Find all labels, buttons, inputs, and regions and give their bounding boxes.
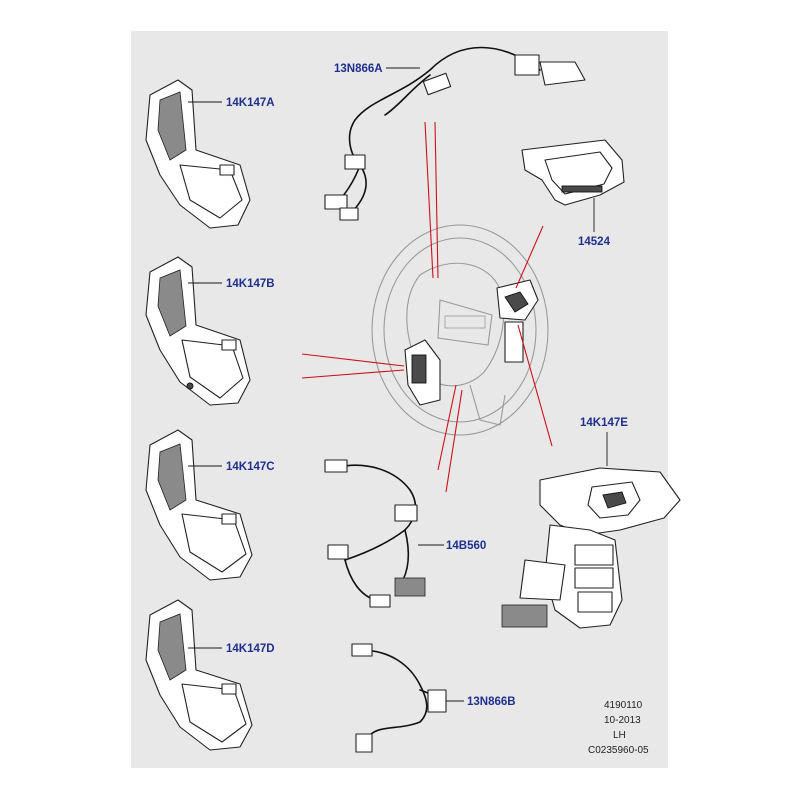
label-13n866b: 13N866B: [467, 696, 516, 708]
reference-drawing: C0235960-05: [588, 745, 649, 756]
switch-pack-a[interactable]: [145, 79, 251, 229]
label-14b560: 14B560: [446, 540, 486, 552]
label-13n866a: 13N866A: [334, 63, 383, 75]
label-14k147b: 14K147B: [226, 278, 275, 290]
label-14k147e: 14K147E: [580, 417, 628, 429]
switch-pack-b[interactable]: [145, 256, 251, 406]
label-14524: 14524: [578, 236, 611, 248]
label-14k147d: 14K147D: [226, 643, 275, 655]
harness-13n866b[interactable]: [351, 643, 464, 753]
bezel-14524[interactable]: [521, 139, 625, 232]
reference-date: 10-2013: [604, 715, 641, 726]
label-14k147c: 14K147C: [226, 461, 275, 473]
switch-pack-e[interactable]: [501, 432, 681, 629]
switch-pack-c[interactable]: [145, 429, 253, 581]
harness-13n866a[interactable]: [324, 46, 586, 221]
callout-lines: [301, 121, 553, 493]
reference-code: 4190110: [604, 700, 643, 711]
reference-side: LH: [613, 730, 626, 741]
label-14k147a: 14K147A: [226, 97, 275, 109]
steering-wheel[interactable]: [371, 224, 549, 436]
harness-14b560[interactable]: [324, 459, 444, 608]
switch-pack-d[interactable]: [145, 599, 253, 751]
